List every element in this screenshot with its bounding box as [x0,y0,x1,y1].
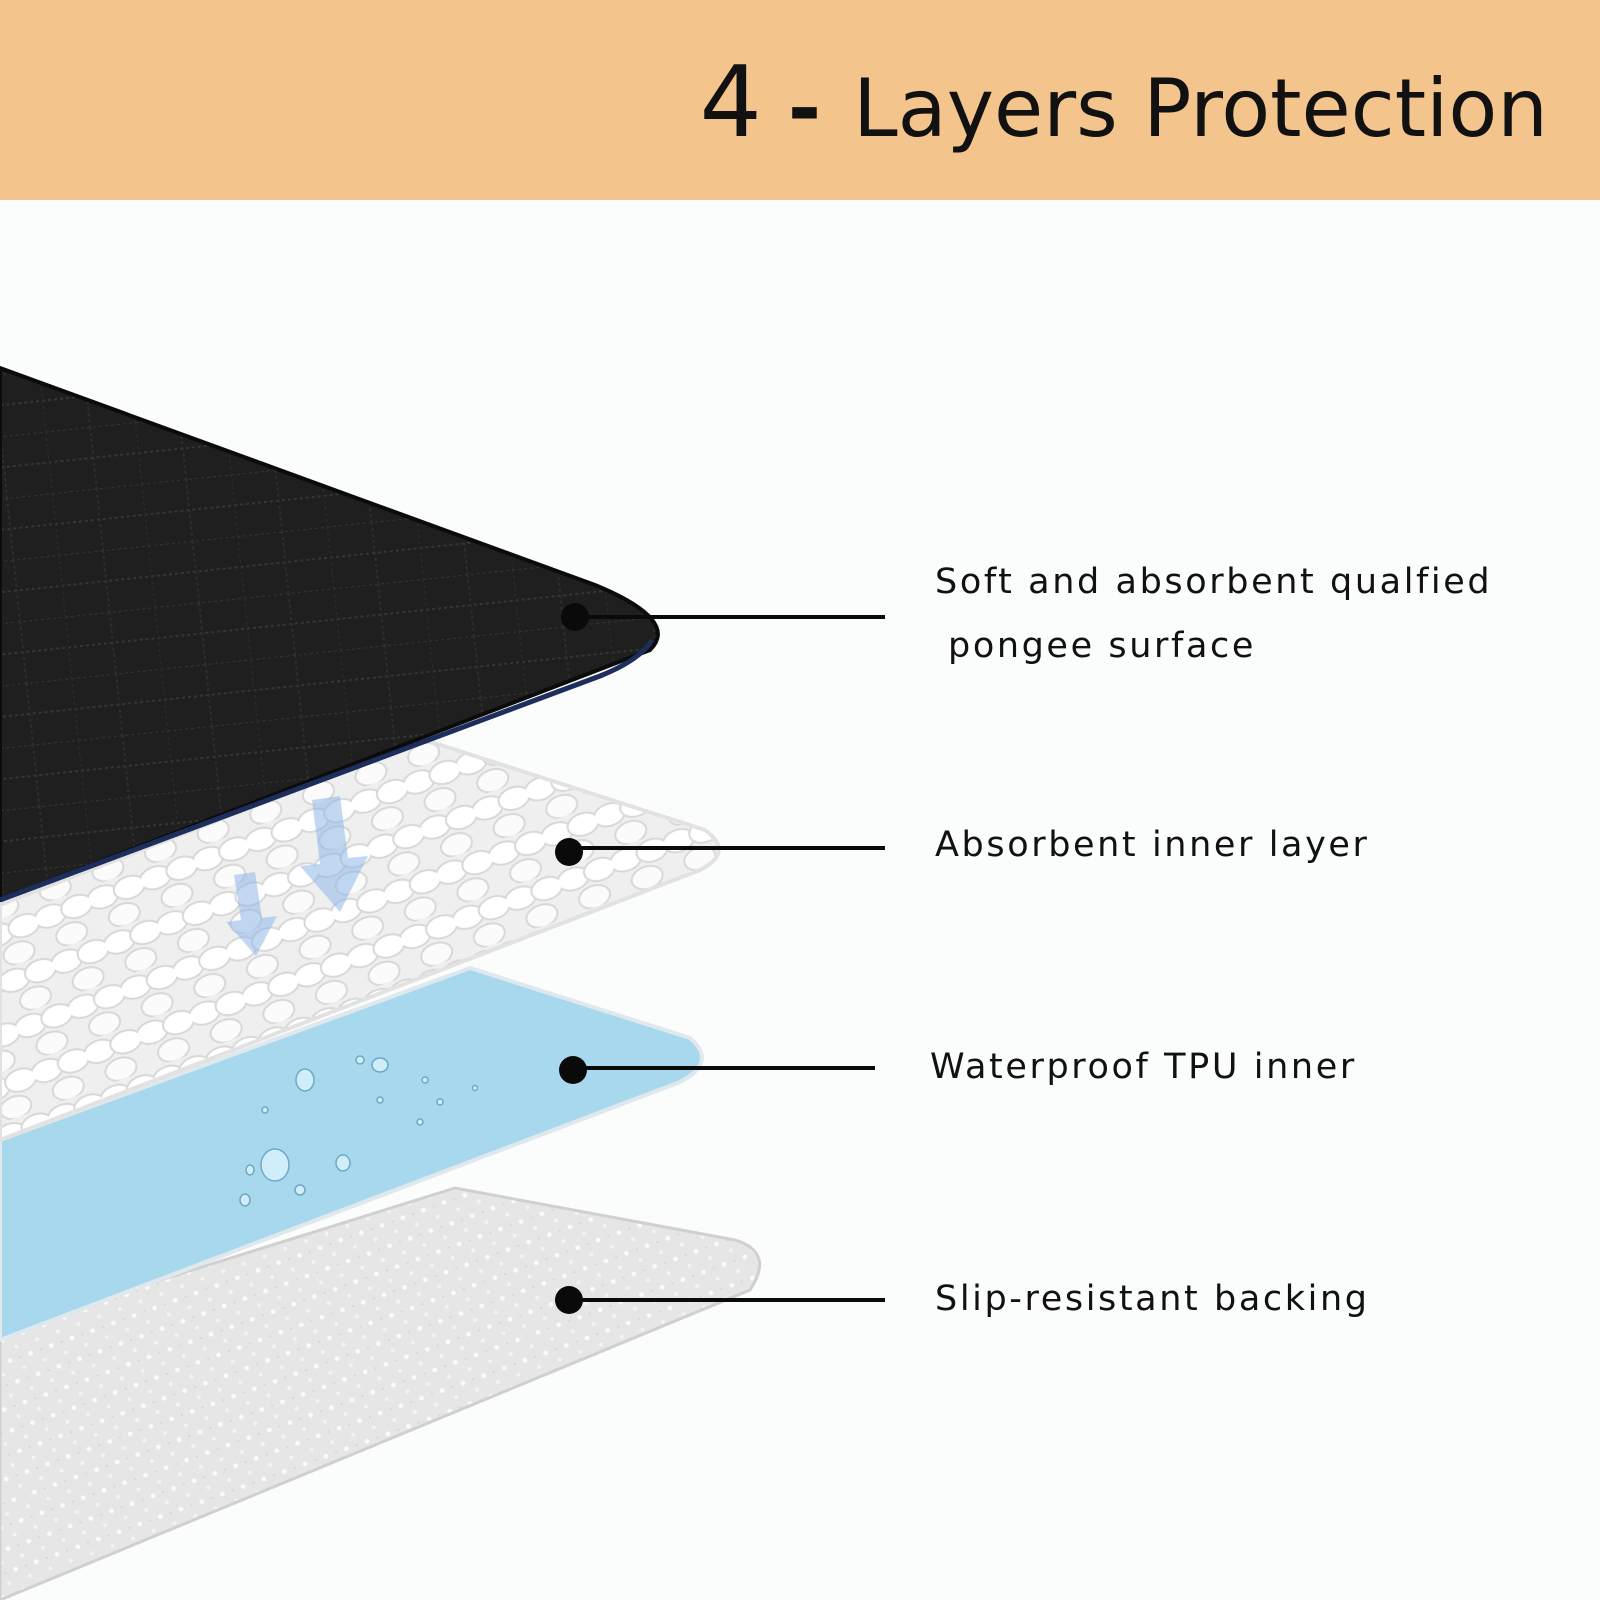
water-droplet-icon [239,1055,479,1207]
leader-line-1 [561,603,885,631]
down-arrow-icon [226,796,368,956]
label-slip-text: Slip-resistant backing [935,1279,1370,1319]
layer-tpu-shape [0,965,704,1343]
label-pongee-line2: pongee surface [948,626,1256,666]
layer-pongee-shape [0,365,660,903]
title-text: Layers Protection [853,62,1548,155]
banner-title: 4-Layers Protection [700,38,1548,174]
label-absorbent-text: Absorbent inner layer [935,825,1370,865]
label-slip-resistant: Slip-resistant backing [935,1267,1370,1331]
title-dash: - [787,62,822,155]
label-pongee-line1: Soft and absorbent qualfied [935,562,1493,602]
layer-count: 4 [699,46,762,160]
leader-line-2 [555,838,885,866]
layers-illustration [0,365,885,1600]
label-waterproof-text: Waterproof TPU inner [930,1047,1357,1087]
label-pongee-surface: Soft and absorbent qualfied pongee surfa… [935,550,1492,678]
leader-line-3 [559,1056,875,1084]
label-absorbent-inner: Absorbent inner layer [935,813,1370,877]
label-waterproof-tpu: Waterproof TPU inner [930,1035,1357,1099]
leader-line-4 [555,1286,885,1314]
layer-absorbent-shape [0,737,721,1143]
header-banner: 4-Layers Protection [0,0,1600,200]
